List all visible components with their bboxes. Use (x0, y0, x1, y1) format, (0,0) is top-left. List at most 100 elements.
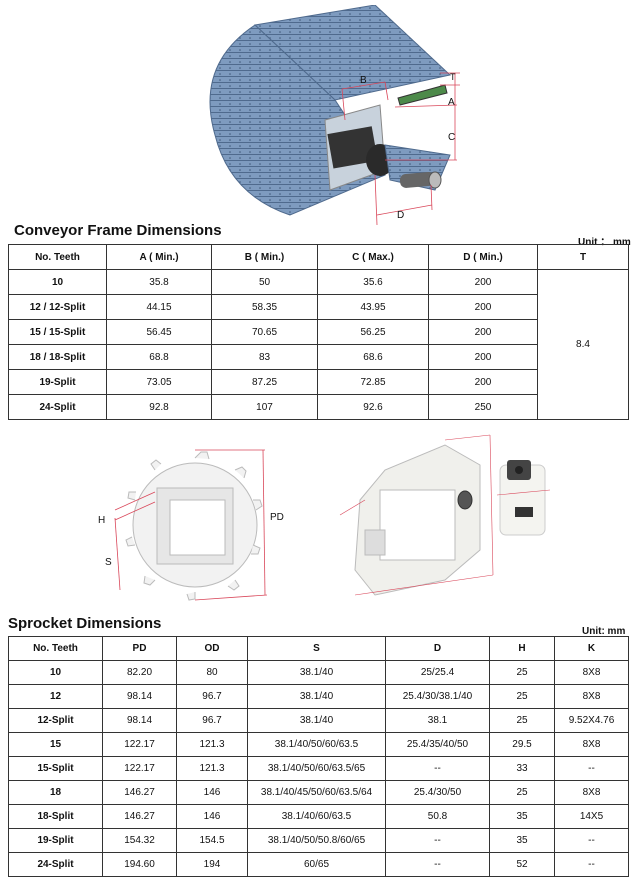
sprocket-h-label: H (98, 515, 105, 526)
table-cell: 38.1/40 (247, 684, 386, 709)
table-cell: 154.32 (102, 828, 177, 853)
table-cell: -- (385, 756, 490, 781)
table-cell: 73.05 (106, 369, 212, 395)
column-header: K (554, 636, 629, 661)
table-cell: 24-Split (8, 394, 107, 420)
table-cell: 24-Split (8, 852, 103, 877)
table-cell: 18 / 18-Split (8, 344, 107, 370)
column-header: B ( Min.) (211, 244, 318, 270)
table-cell: 68.6 (317, 344, 429, 370)
dim-d-label: D (397, 210, 404, 221)
table-cell: -- (554, 828, 629, 853)
dim-b-label: B (360, 75, 367, 86)
table-cell: 87.25 (211, 369, 318, 395)
conveyor-section-title: Conveyor Frame Dimensions (14, 222, 222, 239)
column-header: S (247, 636, 386, 661)
table-cell: 38.1/40/60/63.5 (247, 804, 386, 829)
table-cell: 10 (8, 269, 107, 295)
table-cell: 68.8 (106, 344, 212, 370)
table-cell: 25 (489, 708, 555, 733)
table-cell: 25.4/30/50 (385, 780, 490, 805)
table-cell: 29.5 (489, 732, 555, 757)
table-cell: 50.8 (385, 804, 490, 829)
table-cell: -- (385, 852, 490, 877)
table-cell: 18-Split (8, 804, 103, 829)
table-cell: 200 (428, 294, 538, 320)
dim-c-label: C (448, 132, 455, 143)
table-cell: 200 (428, 369, 538, 395)
table-cell: 44.15 (106, 294, 212, 320)
table-cell: 98.14 (102, 684, 177, 709)
table-cell: 18 (8, 780, 103, 805)
sprocket-key-detail (496, 460, 551, 536)
column-header: D ( Min.) (428, 244, 538, 270)
table-cell: 33 (489, 756, 555, 781)
table-cell: 96.7 (176, 708, 248, 733)
table-cell: 8X8 (554, 660, 629, 685)
table-cell: 9.52X4.76 (554, 708, 629, 733)
table-cell: 38.1/40 (247, 708, 386, 733)
column-header: OD (176, 636, 248, 661)
table-cell: 98.14 (102, 708, 177, 733)
sprocket-unit-label: Unit: mm (582, 626, 626, 637)
table-cell: 146 (176, 804, 248, 829)
table-cell: 25 (489, 780, 555, 805)
table-cell: 70.65 (211, 319, 318, 345)
table-cell: 8X8 (554, 684, 629, 709)
table-cell: 12 / 12-Split (8, 294, 107, 320)
table-cell: 38.1/40 (247, 660, 386, 685)
table-cell: 72.85 (317, 369, 429, 395)
table-cell: 35 (489, 804, 555, 829)
table-cell: 92.6 (317, 394, 429, 420)
table-cell: 122.17 (102, 732, 177, 757)
table-cell: 80 (176, 660, 248, 685)
column-header: H (489, 636, 555, 661)
column-header: No. Teeth (8, 244, 107, 270)
table-cell: 83 (211, 344, 318, 370)
table-cell: -- (385, 828, 490, 853)
column-header: C ( Max.) (317, 244, 429, 270)
table-cell: 43.95 (317, 294, 429, 320)
table-cell: 92.8 (106, 394, 212, 420)
table-cell: 19-Split (8, 828, 103, 853)
table-cell: 50 (211, 269, 318, 295)
table-cell: 52 (489, 852, 555, 877)
table-cell: 25 (489, 660, 555, 685)
table-cell: 56.25 (317, 319, 429, 345)
table-cell: 15 / 15-Split (8, 319, 107, 345)
table-cell: 146.27 (102, 804, 177, 829)
table-cell: 38.1 (385, 708, 490, 733)
table-cell: 12-Split (8, 708, 103, 733)
sprocket-section-title: Sprocket Dimensions (8, 615, 162, 632)
table-cell: 15 (8, 732, 103, 757)
table-cell: 10 (8, 660, 103, 685)
table-cell: 96.7 (176, 684, 248, 709)
table-cell: 56.45 (106, 319, 212, 345)
table-cell: 200 (428, 344, 538, 370)
column-header: T (537, 244, 629, 270)
table-cell: 38.1/40/50/50.8/60/65 (247, 828, 386, 853)
table-cell: 35.6 (317, 269, 429, 295)
table-cell: 38.1/40/50/60/63.5 (247, 732, 386, 757)
table-cell: 121.3 (176, 732, 248, 757)
dim-a-label: A (448, 97, 455, 108)
table-cell: 38.1/40/45/50/60/63.5/64 (247, 780, 386, 805)
table-cell: 25.4/35/40/50 (385, 732, 490, 757)
sprocket-illustration-split (339, 434, 494, 596)
table-cell: 35.8 (106, 269, 212, 295)
table-cell: 122.17 (102, 756, 177, 781)
conveyor-illustration: B T A C D (209, 5, 460, 225)
